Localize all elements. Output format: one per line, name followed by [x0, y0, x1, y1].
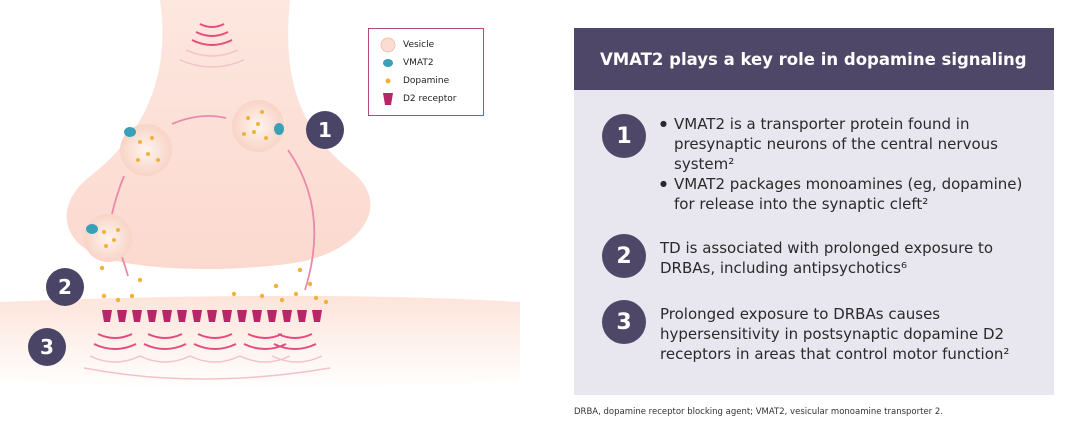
bullet-icon: ● — [660, 119, 667, 128]
diagram-badge-3: 3 — [28, 328, 66, 366]
section-1-bullet-2: ● VMAT2 packages monoamines (eg, dopamin… — [660, 175, 1023, 213]
postsynaptic-signal-waves — [83, 333, 331, 380]
panel-title: VMAT2 plays a key role in dopamine signa… — [574, 28, 1054, 90]
postsynaptic-neuron — [0, 295, 520, 389]
vmat2-icon — [379, 55, 397, 71]
legend-item-vmat2: VMAT2 — [379, 55, 434, 71]
legend-item-dopamine: Dopamine — [379, 73, 449, 89]
diagram-badge-1: 1 — [306, 111, 344, 149]
footnote: DRBA, dopamine receptor blocking agent; … — [574, 407, 943, 417]
vmat2-transporter — [86, 123, 284, 234]
section-number-2: 2 — [602, 234, 646, 278]
d2-receptor-icon — [379, 91, 397, 107]
diagram-badge-2: 2 — [46, 268, 84, 306]
section-number-1: 1 — [602, 114, 646, 158]
legend-item-d2-receptor: D2 receptor — [379, 91, 457, 107]
synapse-diagram — [0, 0, 520, 389]
presynaptic-signal-waves — [191, 23, 233, 46]
info-panel: VMAT2 plays a key role in dopamine signa… — [574, 28, 1054, 395]
dopamine-molecules — [99, 110, 329, 305]
section-3: Prolonged exposure to DRBAs causes hyper… — [660, 305, 1010, 363]
bullet-icon: ● — [660, 179, 667, 188]
legend-item-vesicle: Vesicle — [379, 37, 434, 53]
section-number-3: 3 — [602, 300, 646, 344]
vesicle-icon — [379, 37, 397, 53]
section-1-bullet-1: ● VMAT2 is a transporter protein found i… — [660, 115, 998, 173]
section-1: ● VMAT2 is a transporter protein found i… — [660, 114, 1040, 214]
section-2: TD is associated with prolonged exposure… — [660, 239, 994, 277]
presynaptic-neuron — [66, 0, 371, 270]
legend: Vesicle VMAT2 Dopamine D2 receptor — [368, 28, 484, 116]
d2-receptors — [102, 310, 322, 322]
dopamine-icon — [379, 73, 397, 89]
